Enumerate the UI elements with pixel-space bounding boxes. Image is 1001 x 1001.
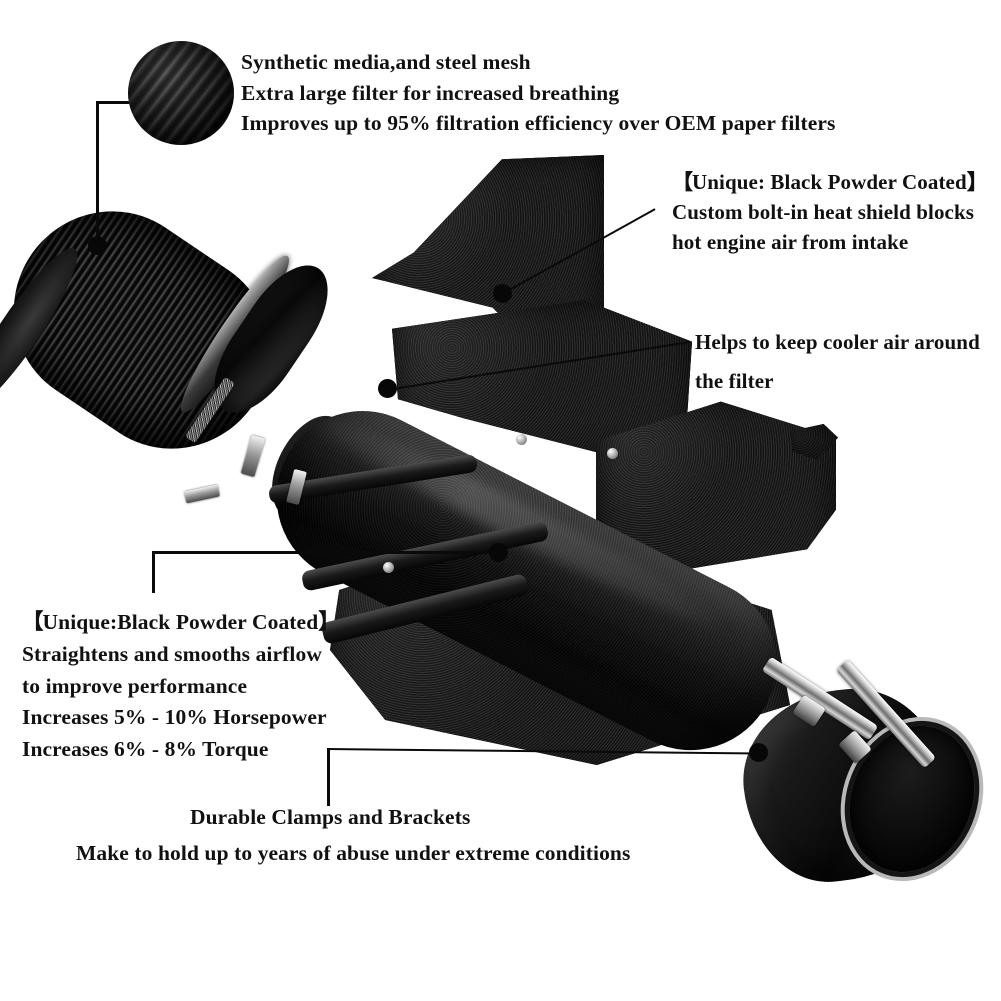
heat-shield-line-2: hot engine air from intake (672, 229, 909, 254)
shield-bolt (383, 562, 394, 573)
shield-bolt (607, 448, 618, 459)
clamps-line-1: Durable Clamps and Brackets (190, 805, 471, 829)
intake-tube-badge: 【Unique:Black Powder Coated】 (22, 607, 340, 639)
cooler-air-callout: Helps to keep cooler air around the filt… (695, 323, 980, 401)
leader-filter-media-horizontal (96, 101, 152, 104)
leader-dot-heat-shield (493, 284, 512, 303)
intake-tube-callout: 【Unique:Black Powder Coated】 Straightens… (22, 607, 340, 766)
leader-intake-tube-horizontal (152, 551, 498, 554)
leader-intake-tube-vertical (152, 551, 155, 593)
shield-bolt (516, 434, 527, 445)
bracket-close-icon: 】 (318, 610, 339, 635)
clamps-line-2: Make to hold up to years of abuse under … (76, 841, 631, 865)
clamps-callout-body: Make to hold up to years of abuse under … (76, 838, 630, 869)
leader-dot-clamps (749, 743, 768, 762)
bracket-open-icon: 【 (672, 170, 693, 194)
leader-clamps-vertical (327, 748, 330, 806)
filter-media-callout: Synthetic media,and steel mesh Extra lar… (241, 47, 835, 139)
heat-shield-line-1: Custom bolt-in heat shield blocks (672, 199, 975, 224)
cooler-air-line-2: the filter (695, 368, 774, 393)
bracket-open-icon: 【 (22, 610, 43, 635)
intake-tube-line-2: to improve performance (22, 673, 248, 698)
bracket-close-icon: 】 (966, 170, 988, 194)
cooler-air-line-1: Helps to keep cooler air around (695, 330, 980, 354)
intake-tube-line-4: Increases 6% - 8% Torque (22, 737, 269, 762)
heat-shield-callout: 【Unique: Black Powder Coated】 Custom bol… (672, 168, 988, 257)
clamps-callout-heading: Durable Clamps and Brackets (190, 802, 470, 833)
filter-media-line-3: Improves up to 95% filtration efficiency… (241, 111, 836, 136)
filter-media-line-1: Synthetic media,and steel mesh (241, 50, 531, 74)
leader-dot-intake-tube (489, 543, 508, 562)
intake-tube-line-3: Increases 5% - 10% Horsepower (22, 705, 327, 730)
intake-tube-badge-text: Unique:Black Powder Coated (42, 610, 319, 634)
leader-dot-filter-media (88, 236, 107, 255)
heat-shield-badge-text: Unique: Black Powder Coated (692, 170, 967, 194)
leader-filter-media-vertical (96, 101, 99, 245)
filter-media-line-2: Extra large filter for increased breathi… (241, 80, 620, 105)
leader-dot-cooler-air (378, 379, 397, 398)
filter-media-closeup-inset (128, 41, 234, 145)
heat-shield-badge: 【Unique: Black Powder Coated】 (672, 168, 988, 198)
intake-tube-line-1: Straightens and smooths airflow (22, 641, 322, 666)
